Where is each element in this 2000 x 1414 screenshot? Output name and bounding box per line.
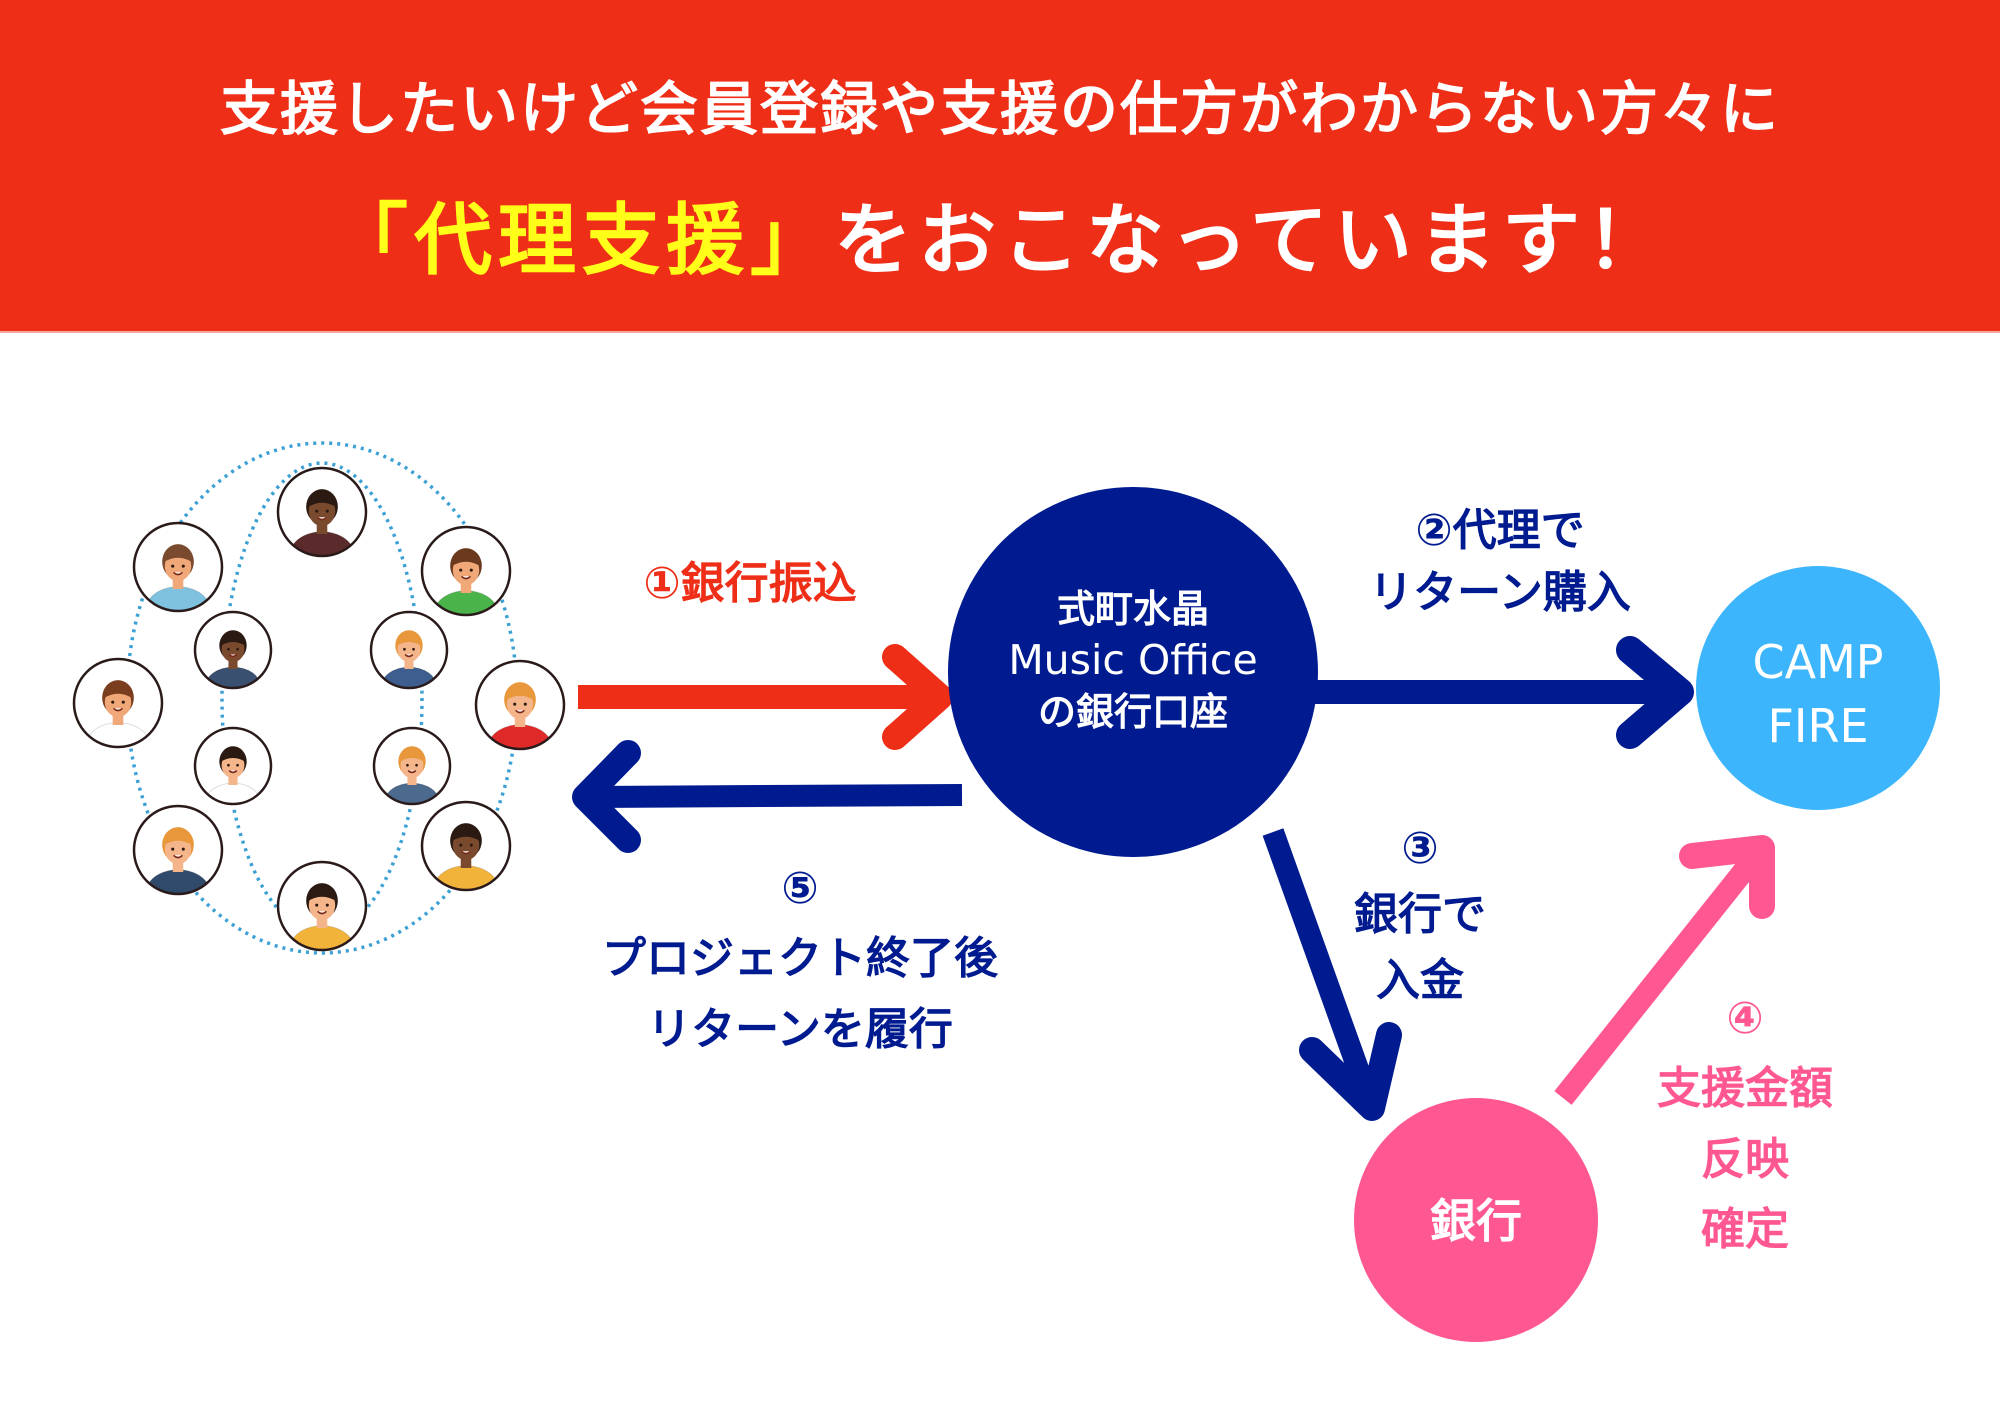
supporter-avatar <box>72 657 164 749</box>
bank-label: 銀行 <box>1354 1192 1598 1252</box>
supporter-avatars <box>72 466 566 952</box>
campfire-label-line2: FIRE <box>1767 699 1869 754</box>
step5-label: ⑤ プロジェクト終了後 リターンを履行 <box>550 854 1050 1065</box>
header-title-rest: をおこなっています！ <box>833 196 1671 286</box>
step4-text-line3: 確定 <box>1701 1204 1789 1256</box>
supporter-avatar <box>372 726 452 806</box>
arrow-step4 <box>1554 835 1775 1105</box>
step3-text-line2: 入金 <box>1376 955 1464 1006</box>
campfire-node <box>1696 566 1940 810</box>
supporter-avatar <box>132 521 224 613</box>
supporter-avatar <box>132 804 224 896</box>
step4-label: ④ 支援金額 反映 確定 <box>1620 984 1870 1266</box>
office-label-line3: の銀行口座 <box>1037 689 1228 734</box>
campfire-label-line1: CAMP <box>1752 635 1884 689</box>
supporter-avatar <box>276 860 368 952</box>
office-account-node <box>948 487 1318 857</box>
step4-text-line1: 支援金額 <box>1657 1063 1833 1115</box>
office-label-line1: 式町水晶 <box>1056 587 1209 631</box>
arrow-step3 <box>1262 828 1402 1121</box>
step3-label: ③ 銀行で 入金 <box>1320 816 1520 1014</box>
bank-node <box>1354 1098 1598 1342</box>
step3-number: ③ <box>1401 823 1439 874</box>
bank-label-line1: 銀行 <box>1430 1194 1522 1248</box>
header-subtitle: 支援したいけど会員登録や支援の仕方がわからない方々に <box>219 75 1780 143</box>
step4-text-line2: 反映 <box>1701 1133 1789 1185</box>
header-banner: 支援したいけど会員登録や支援の仕方がわからない方々に 「代理支援」をおこなってい… <box>0 0 2000 333</box>
supporter-avatar <box>193 610 273 690</box>
supporter-avatar <box>420 800 512 892</box>
office-label-line2: Music Office <box>1008 636 1258 685</box>
step5-text-line2: リターンを履行 <box>647 1003 953 1055</box>
campfire-label: CAMP FIRE <box>1696 630 1940 759</box>
supporter-avatar <box>193 726 273 806</box>
arrow-step2 <box>1312 636 1694 749</box>
step5-text-line1: プロジェクト終了後 <box>602 933 998 985</box>
supporter-avatar <box>369 610 449 690</box>
step1-text: ①銀行振込 <box>643 558 857 609</box>
supporter-avatar <box>420 525 512 617</box>
header-title-highlight: 「代理支援」 <box>329 196 834 286</box>
office-account-label: 式町水晶 Music Office の銀行口座 <box>948 585 1318 737</box>
supporter-avatar <box>474 659 566 751</box>
step2-text-line2: リターン購入 <box>1369 567 1631 619</box>
arrow-step1 <box>578 644 953 750</box>
step2-label: ②代理で リターン購入 <box>1330 500 1670 625</box>
step4-number: ④ <box>1726 993 1764 1044</box>
step1-label: ①銀行振込 <box>600 556 900 611</box>
header-title: 「代理支援」をおこなっています！ <box>0 178 2000 290</box>
step5-number: ⑤ <box>781 863 819 914</box>
supporter-avatar <box>276 466 368 558</box>
step3-text-line1: 銀行で <box>1354 889 1486 940</box>
arrow-step5 <box>572 740 963 853</box>
step2-text-line1: ②代理で <box>1415 505 1585 556</box>
